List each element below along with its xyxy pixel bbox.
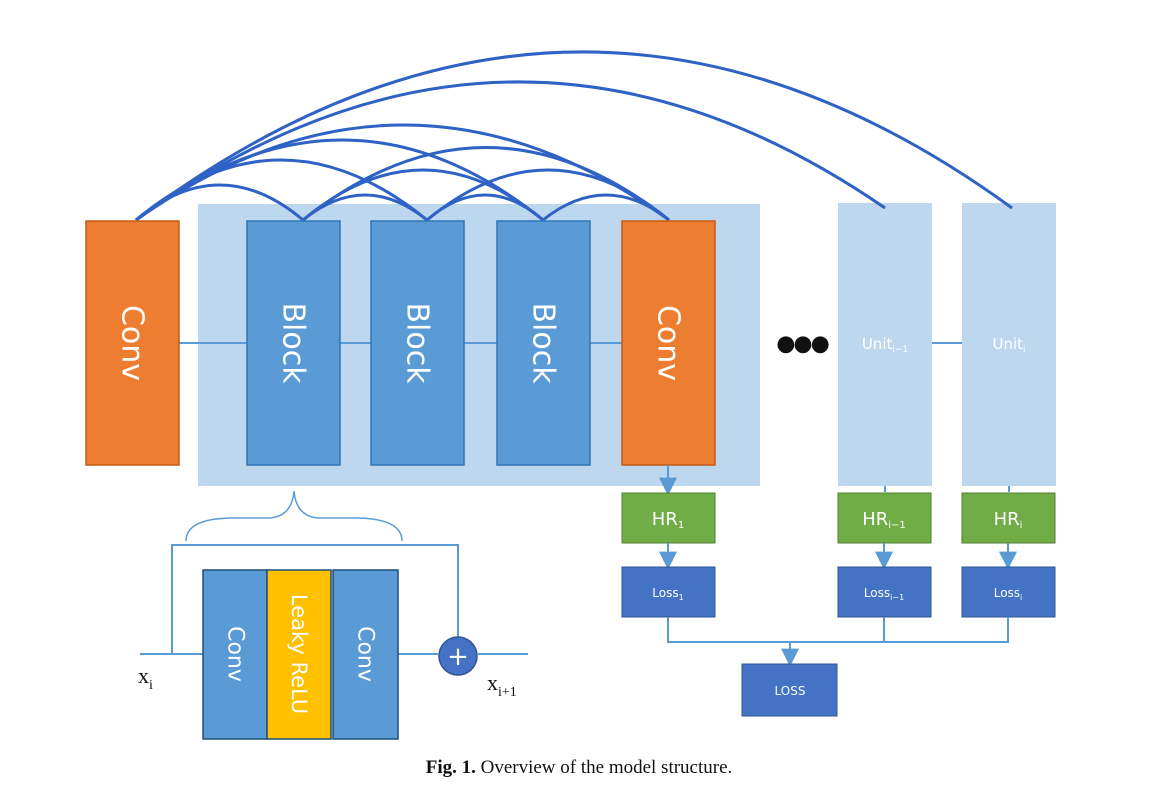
- block-label-1: Block: [276, 302, 311, 384]
- hr-i-box: [961, 492, 1056, 544]
- hr-i-minus-1-base: HR: [862, 509, 888, 530]
- block-label-3: Block: [526, 302, 561, 384]
- unit-i-label: Uniti: [992, 335, 1025, 355]
- loss-1-base: Loss: [652, 586, 678, 600]
- block-box-2: [370, 220, 465, 466]
- first-conv-label: Conv: [115, 305, 150, 381]
- caption-text: Overview of the model structure.: [480, 757, 733, 778]
- loss-i-base: Loss: [994, 586, 1020, 600]
- loss-i-minus-1-label: Lossi−1: [864, 586, 904, 602]
- hr-i-minus-1-box: [837, 492, 932, 544]
- total-loss-box: [741, 663, 838, 717]
- detail-conv1-box: [202, 569, 268, 740]
- residual-block-detail: Conv Leaky ReLU Conv + xi xi+1: [138, 544, 528, 740]
- unit-i-minus-1-sub: i−1: [892, 345, 908, 355]
- ellipsis-dots: ●●●: [776, 332, 828, 357]
- output-xi1-sub: i+1: [498, 685, 517, 700]
- loss-1-box: [621, 566, 716, 618]
- output-xi1-base: x: [487, 670, 498, 695]
- hr-1-base: HR: [652, 509, 678, 530]
- last-conv-box: [621, 220, 716, 466]
- detail-conv1-label: Conv: [223, 626, 248, 682]
- residual-add-icon: [438, 636, 478, 676]
- unit-i-box: [962, 203, 1056, 486]
- hr-1-box: [621, 492, 716, 544]
- input-xi-label: xi: [138, 663, 153, 693]
- first-conv-box: [85, 220, 180, 466]
- figure-caption: Fig. 1. Overview of the model structure.: [0, 757, 1158, 779]
- loss-i-minus-1-sub: i−1: [890, 593, 904, 602]
- hr-i-base: HR: [994, 509, 1020, 530]
- hr-i-minus-1-sub: i−1: [888, 520, 906, 531]
- unit-i-sub: i: [1023, 345, 1026, 355]
- hr-i-sub: i: [1020, 520, 1023, 531]
- hr-1-label: HR1: [652, 509, 684, 531]
- unit-i-minus-1-label: Uniti−1: [862, 335, 908, 355]
- total-loss-label: LOSS: [775, 684, 806, 698]
- unit-i-base: Unit: [992, 335, 1023, 353]
- loss-aggregation-lines: [667, 617, 1009, 643]
- residual-skip-line: [171, 544, 459, 654]
- last-conv-label: Conv: [651, 305, 686, 381]
- block-detail-brace: [185, 490, 403, 542]
- caption-label: Fig. 1.: [425, 757, 476, 778]
- output-xi1-label: xi+1: [487, 670, 517, 700]
- residual-add-symbol: +: [447, 642, 469, 672]
- block-box-1: [246, 220, 341, 466]
- hr-1-sub: 1: [678, 520, 684, 531]
- loss-1-sub: 1: [679, 593, 684, 602]
- hr-i-minus-1-label: HRi−1: [862, 509, 906, 531]
- skip-connection-arcs: [135, 50, 1013, 222]
- loss-i-label: Lossi: [994, 586, 1023, 602]
- loss-1-label: Loss1: [652, 586, 683, 602]
- detail-relu-box: [266, 569, 332, 740]
- detail-conv2-label: Conv: [353, 626, 378, 682]
- detail-relu-label: Leaky ReLU: [287, 594, 311, 714]
- loss-i-sub: i: [1020, 593, 1022, 602]
- block-label-2: Block: [400, 302, 435, 384]
- unit-i-minus-1-box: [838, 203, 932, 486]
- unit-i-minus-1-base: Unit: [862, 335, 893, 353]
- hr-i-label: HRi: [994, 509, 1023, 531]
- loss-i-minus-1-base: Loss: [864, 586, 890, 600]
- block-box-3: [496, 220, 591, 466]
- detail-conv2-box: [332, 569, 399, 740]
- input-xi-sub: i: [149, 678, 153, 693]
- input-xi-base: x: [138, 663, 149, 688]
